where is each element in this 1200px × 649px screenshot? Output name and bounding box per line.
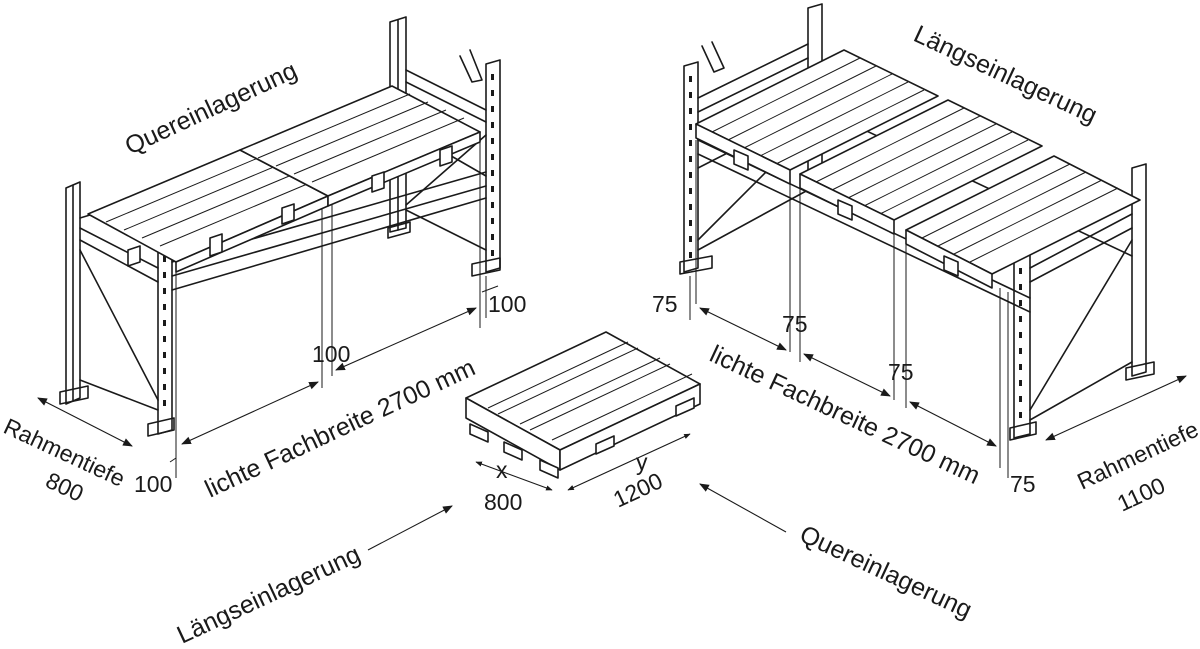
arrow-quereinlagerung (699, 483, 787, 533)
right-rack-pallet-2 (799, 99, 1043, 235)
label-gap-right-4: 75 (1010, 471, 1036, 497)
label-pallet-x: x (496, 457, 508, 483)
label-gap-left-1: 100 (134, 471, 172, 497)
label-fachbreite-left: lichte Fachbreite 2700 mm (201, 354, 480, 504)
right-rack (679, 3, 1187, 478)
label-gap-left-3: 100 (488, 291, 526, 317)
arrow-laengseinlagerung (367, 505, 453, 551)
right-rack-pallet-3 (905, 155, 1141, 289)
left-rack-pallet-1 (87, 149, 329, 273)
label-rahmentiefe-right-value: 1100 (1113, 472, 1169, 516)
label-gap-right-2: 75 (782, 311, 808, 337)
center-pallet (465, 331, 701, 491)
left-rack-upright-holes (163, 74, 494, 406)
left-rack (37, 16, 501, 478)
label-pallet-x-value: 800 (484, 489, 522, 515)
label-gap-right-3: 75 (888, 359, 914, 385)
orientation-arrows (367, 483, 787, 551)
label-fachbreite-right: lichte Fachbreite 2700 mm (705, 340, 984, 490)
label-quer-bottom: Quereinlagerung (795, 520, 976, 624)
left-rack-dimension-lines (37, 142, 499, 478)
label-laengs-bottom: Längseinlagerung (173, 540, 365, 649)
right-rack-pallet-1 (695, 49, 939, 185)
label-pallet-y: y (636, 449, 648, 475)
label-gap-left-2: 100 (312, 341, 350, 367)
label-gap-right-1: 75 (652, 291, 678, 317)
right-rack-dimension-lines (689, 140, 1187, 478)
